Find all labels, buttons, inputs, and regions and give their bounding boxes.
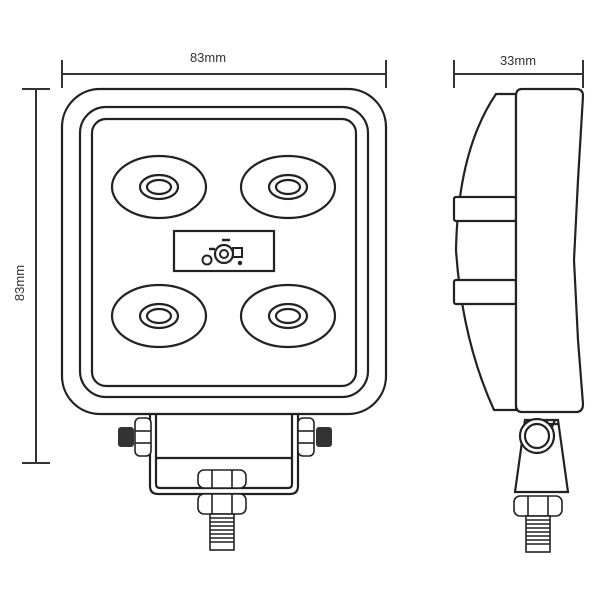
dimension-front-width: 83mm (61, 50, 387, 88)
side-bolt-left (118, 417, 152, 457)
dimension-front-height: 83mm (12, 88, 50, 464)
side-view (452, 87, 585, 553)
housing-lens-panel (90, 117, 358, 388)
side-band-upper (452, 195, 518, 223)
side-bolt-right (297, 417, 332, 457)
side-housing-body (514, 87, 585, 414)
lens-bottom-right (239, 283, 337, 349)
lens-top-left (110, 154, 208, 220)
front-view (60, 87, 388, 551)
bottom-bolt (197, 469, 247, 551)
front-width-label: 83mm (190, 50, 226, 65)
lens-bottom-left (110, 283, 208, 349)
lens-top-right (239, 154, 337, 220)
side-depth-label: 33mm (500, 53, 536, 68)
pivot-bracket (513, 417, 570, 494)
housing-outer (60, 87, 388, 416)
dimension-side-depth: 33mm (453, 53, 584, 88)
side-band-lower (452, 278, 518, 306)
side-mount-bolt (513, 495, 563, 553)
side-lens-cover (454, 92, 518, 412)
center-badge (172, 229, 276, 273)
tractor-icon (201, 238, 243, 266)
front-height-label: 83mm (12, 265, 27, 301)
housing-bezel (78, 105, 370, 399)
